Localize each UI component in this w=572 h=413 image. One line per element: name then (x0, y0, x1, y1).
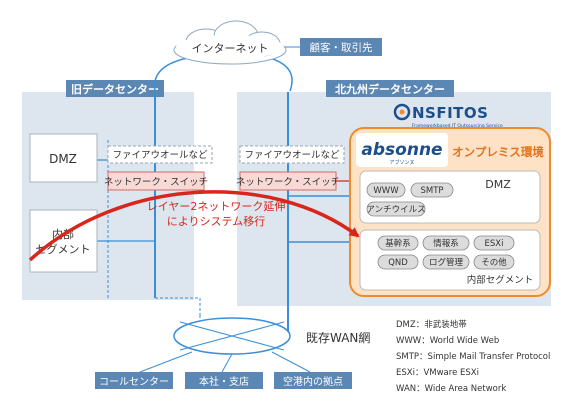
site-hq-box (185, 372, 263, 389)
old-firewall-box (107, 145, 213, 164)
glossary-line-1: DMZ：非武装地帯 (396, 319, 467, 330)
migration-arrow (28, 190, 360, 262)
customers-label: 顧客・取引先 (310, 41, 373, 54)
old-switch-box (107, 171, 205, 191)
old-datacenter-title: 旧データセンター (71, 82, 159, 96)
internal-item-qnd (377, 254, 419, 270)
site-link-1 (139, 351, 193, 373)
migration-text-line2: によりシステム移行 (167, 215, 265, 228)
dmz-item-antivirus-label: アンチウイルス (366, 205, 425, 215)
dmz-item-smtp-label: SMTP (420, 186, 443, 196)
new-dmz-title: DMZ (485, 178, 511, 191)
old-switch-label: ネットワーク・スイッチ (104, 177, 208, 188)
absonne-logo: absonne (361, 140, 442, 160)
site-link-3 (271, 351, 311, 373)
new-internal-title: 内部セグメント (467, 274, 534, 286)
old-firewall-label: ファイアウオールなど (112, 150, 208, 161)
new-firewall-box (239, 145, 345, 164)
old-dmz-label: DMZ (49, 152, 77, 166)
site-call-center-box (95, 372, 173, 389)
old-dmz-box (29, 133, 98, 183)
dmz-item-www (366, 182, 406, 198)
new-datacenter-title-box (326, 80, 454, 97)
glossary-line-3: SMTP：Simple Mail Transfer Protocol (396, 352, 550, 362)
site-call-center-label: コールセンター (99, 376, 169, 388)
dmz-item-www-label: WWW (373, 186, 399, 196)
nsfitos-name: NSFITOS (412, 104, 488, 122)
internal-item-other-label: その他 (481, 257, 507, 268)
onpremise-label: オンプレミス環境 (452, 145, 544, 159)
absonne-logo-box (356, 133, 448, 167)
internal-item-log-label: ログ管理 (429, 257, 464, 268)
new-datacenter-title: 北九州データセンター (335, 82, 445, 96)
site-link-2 (221, 353, 233, 373)
internal-item-other (473, 254, 515, 270)
internal-item-core (377, 235, 419, 251)
internal-item-info (422, 235, 470, 251)
site-airport-label: 空港内の拠点 (283, 375, 343, 388)
absonne-kana: アブソンヌ (389, 159, 414, 166)
internal-item-esxi (473, 235, 515, 251)
internet-cloud-icon (173, 20, 287, 65)
site-hq-label: 本社・支店 (199, 375, 249, 388)
site-airport-box (274, 372, 352, 389)
dmz-item-smtp (410, 182, 454, 198)
internal-item-info-label: 情報系 (433, 238, 459, 249)
internet-label: インターネット (192, 42, 269, 55)
internet-new-link (261, 55, 293, 92)
internal-item-log (422, 254, 470, 270)
old-datacenter-title-box (66, 80, 164, 97)
internal-item-qnd-label: QND (388, 258, 408, 268)
glossary-line-5: WAN：Wide Area Network (396, 384, 506, 394)
customers-box (300, 38, 382, 56)
dmz-item-antivirus (366, 201, 426, 217)
glossary-line-2: WWW：World Wide Web (396, 336, 499, 346)
migration-text-line1: レイヤー2ネットワーク延伸 (147, 200, 286, 213)
internal-item-core-label: 基幹系 (385, 238, 411, 249)
nsfitos-logo-icon (393, 103, 411, 121)
internal-item-esxi-label: ESXi (485, 239, 504, 249)
wan-label: 既存WAN網 (306, 331, 370, 345)
wan-cross-line-2 (179, 321, 285, 351)
new-firewall-label: ファイアウオールなど (244, 150, 340, 161)
glossary-line-4: ESXi：VMware ESXi (396, 368, 479, 378)
new-switch-label: ネットワーク・スイッチ (236, 177, 340, 188)
old-internal-box (29, 209, 98, 273)
nsfitos-tagline: Frameworkbased IT Outsourcing Service (412, 123, 503, 129)
